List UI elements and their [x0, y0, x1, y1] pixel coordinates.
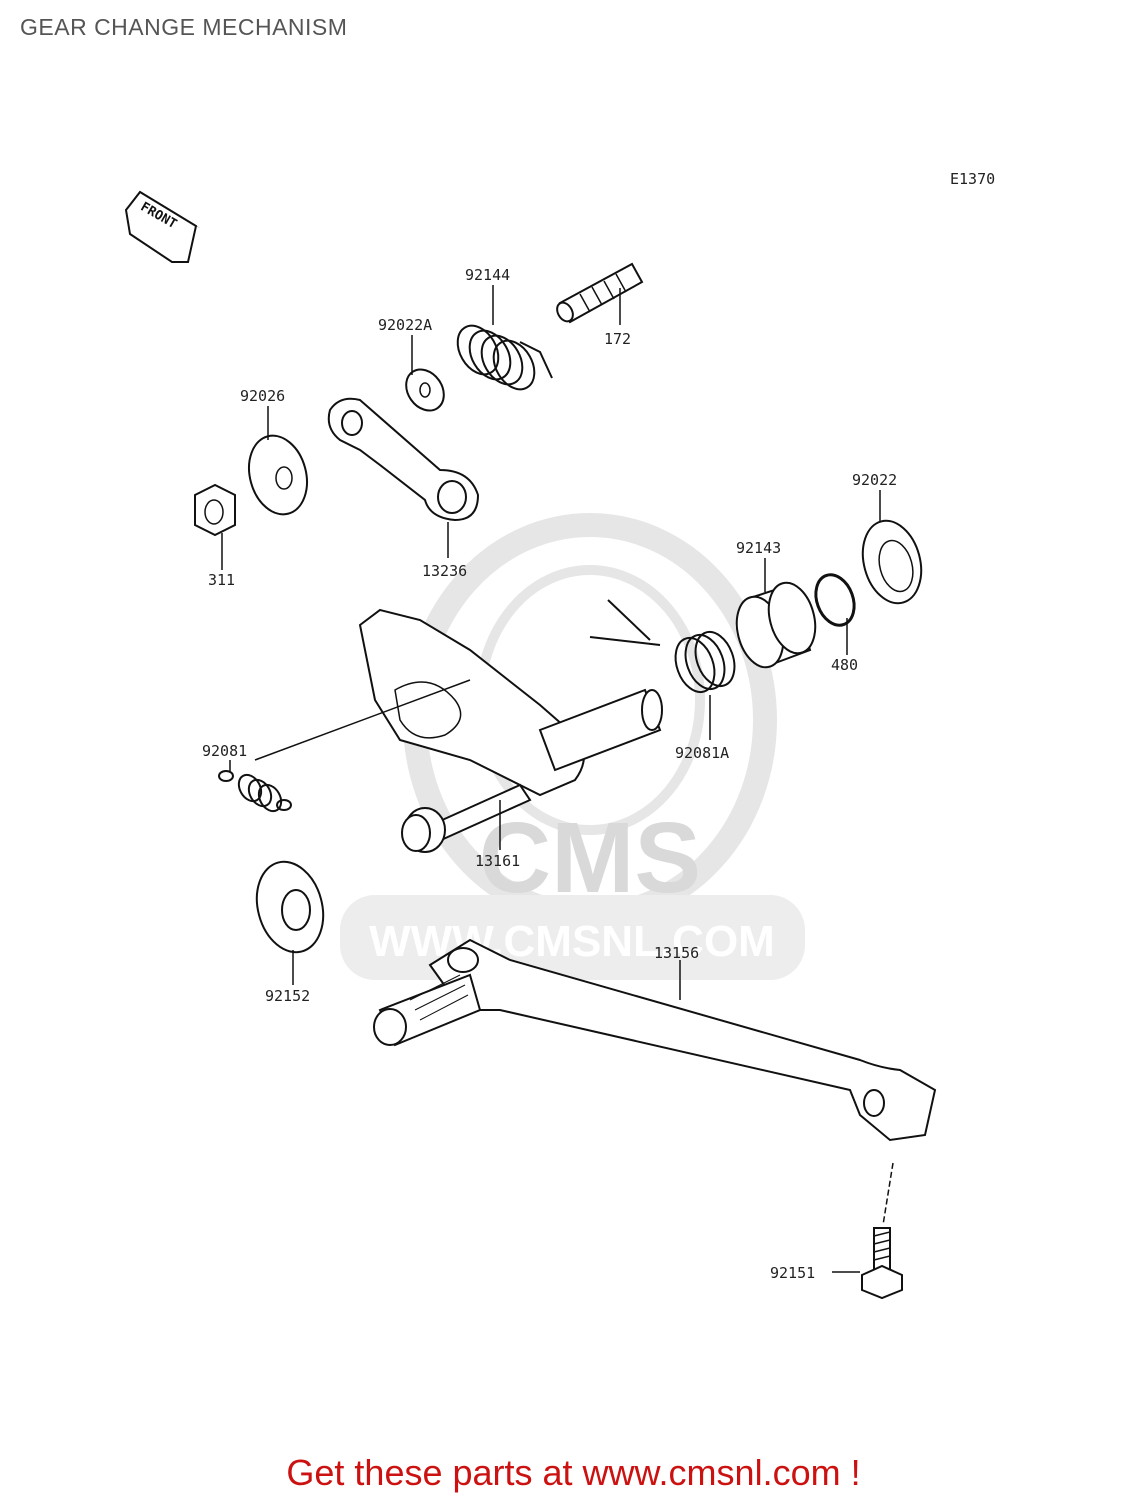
watermark-logo-text: CMS: [479, 802, 701, 914]
part-label-92022A: 92022A: [378, 316, 432, 334]
seal-92152: [255, 860, 325, 954]
washer-92022: [861, 519, 923, 605]
watermark-url-text: WWW.CMSNL.COM: [369, 917, 775, 966]
leader-lines: [221, 285, 894, 1273]
circlip-480: [814, 573, 856, 627]
part-label-13161: 13161: [475, 852, 520, 870]
page-title: GEAR CHANGE MECHANISM: [20, 14, 348, 40]
footer-shop-link[interactable]: Get these parts at www.cmsnl.com !: [286, 1452, 861, 1493]
shift-shaft-13161: [358, 608, 663, 853]
part-label-92151: 92151: [770, 1264, 815, 1282]
spring-92081A: [589, 599, 736, 694]
part-label-311: 311: [208, 571, 235, 589]
part-label-172: 172: [604, 330, 631, 348]
collar-92143: [735, 581, 817, 669]
diagram-code: E1370: [950, 170, 995, 188]
part-label-92143: 92143: [736, 539, 781, 557]
spring-92144: [456, 324, 553, 391]
bolt-92151: [861, 1227, 903, 1300]
spring-92081: [218, 770, 292, 813]
part-label-92144: 92144: [465, 266, 510, 284]
part-label-480: 480: [831, 656, 858, 674]
pin-172: [556, 262, 644, 324]
part-label-92081: 92081: [202, 742, 247, 760]
part-label-92152: 92152: [265, 987, 310, 1005]
part-label-92022: 92022: [852, 471, 897, 489]
washer-92026: [248, 434, 308, 516]
part-label-13236: 13236: [422, 562, 467, 580]
part-label-13156: 13156: [654, 944, 699, 962]
arm-13236: [327, 397, 480, 522]
nut-311: [194, 483, 236, 537]
part-label-92081A: 92081A: [675, 744, 729, 762]
part-label-92026: 92026: [240, 387, 285, 405]
washer-92022A: [405, 368, 445, 412]
part-labels: 92144 172 92022A 92026 311 13236 92022 9…: [202, 266, 897, 1282]
shift-pedal-13156: [373, 938, 937, 1142]
leader-92081-link: [254, 679, 471, 761]
front-arrow-icon: FRONT: [124, 190, 200, 263]
